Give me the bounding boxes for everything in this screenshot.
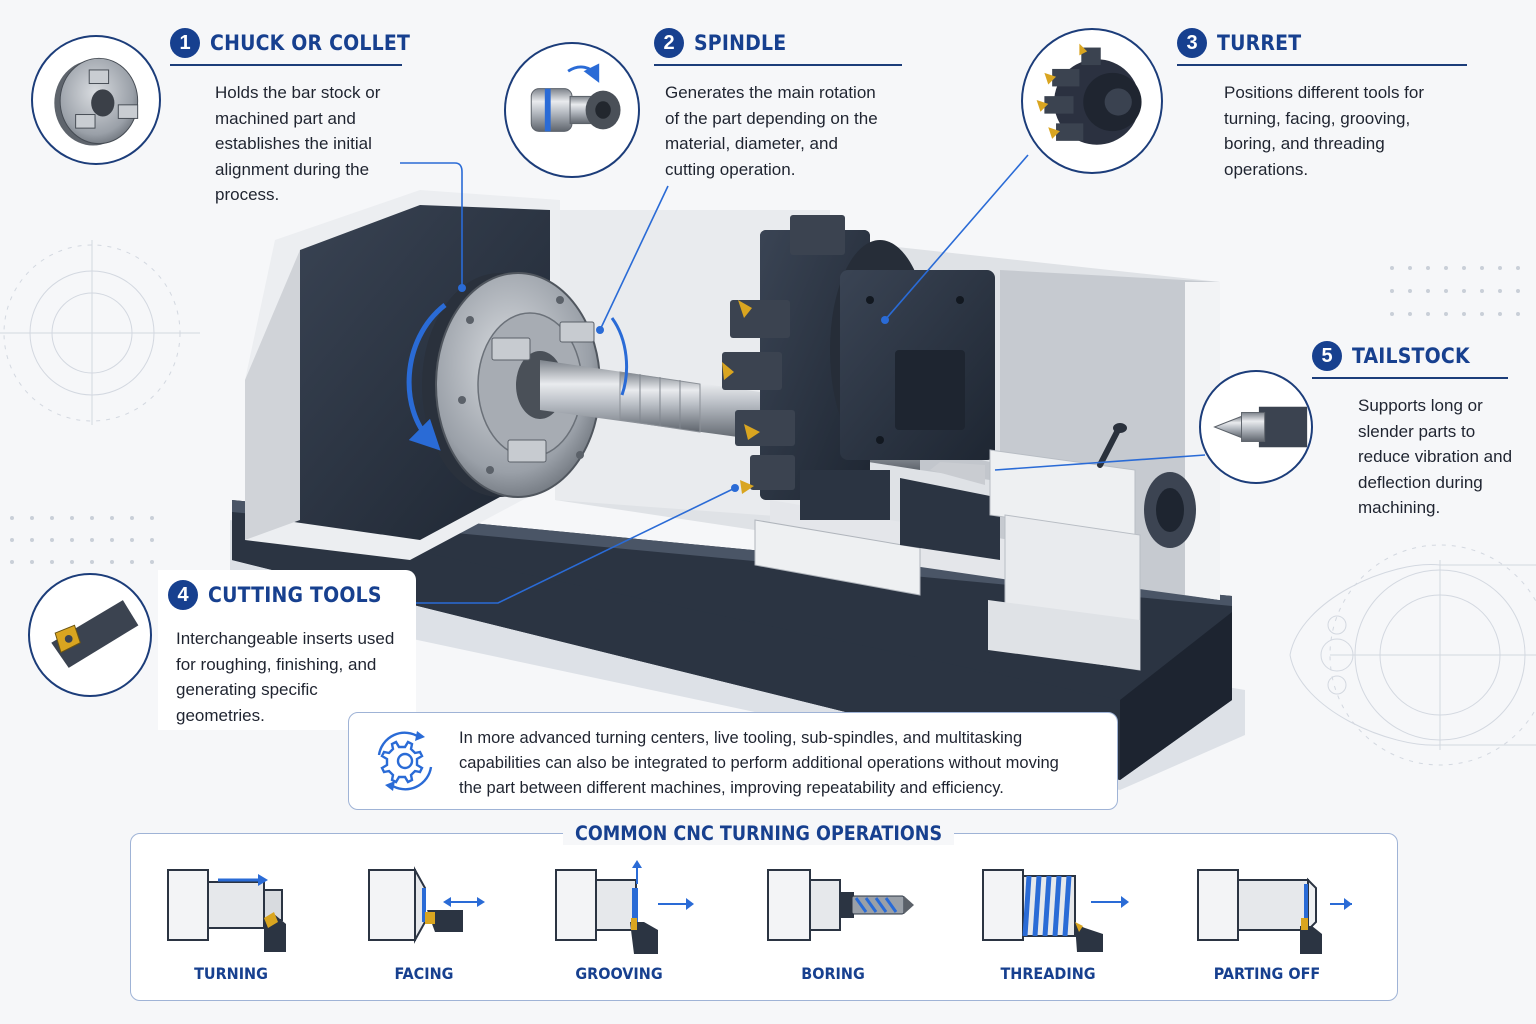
boring-icon bbox=[767, 869, 914, 941]
callout-title: CUTTING TOOLS bbox=[208, 583, 382, 607]
turning-icon bbox=[167, 869, 286, 952]
operation-label: TURNING bbox=[194, 964, 268, 983]
operation-facing: FACING bbox=[339, 858, 509, 990]
threading-icon bbox=[982, 869, 1129, 952]
cutting-tools-card bbox=[158, 570, 416, 730]
facing-icon bbox=[368, 866, 485, 944]
operation-label: PARTING OFF bbox=[1213, 964, 1321, 983]
callout-title: TAILSTOCK bbox=[1352, 344, 1470, 368]
tailstock-icon bbox=[1199, 370, 1313, 484]
operation-label: BORING bbox=[801, 964, 865, 983]
operation-label: THREADING bbox=[1000, 964, 1096, 983]
note-text: In more advanced turning centers, live t… bbox=[459, 729, 1059, 797]
operation-boring: BORING bbox=[748, 858, 918, 990]
cutting-tool-icon bbox=[28, 573, 152, 697]
operation-threading: THREADING bbox=[963, 858, 1133, 990]
operations-title: COMMON CNC TURNING OPERATIONS bbox=[563, 822, 955, 845]
grooving-icon bbox=[555, 860, 694, 954]
spindle-icon bbox=[504, 42, 640, 178]
callout-number: 5 bbox=[1312, 341, 1342, 371]
callout-number: 3 bbox=[1177, 28, 1207, 58]
operation-parting-off: PARTING OFF bbox=[1182, 858, 1352, 990]
callout-cutting-tools: 4 CUTTING TOOLS Interchangeable inserts … bbox=[168, 580, 414, 728]
chuck-icon bbox=[31, 35, 161, 165]
operation-label: FACING bbox=[394, 964, 454, 983]
operation-grooving: GROOVING bbox=[534, 858, 704, 990]
gear-cycle-icon bbox=[377, 731, 433, 791]
operations-panel bbox=[130, 833, 1398, 1001]
callout-number: 1 bbox=[170, 28, 200, 58]
callout-number: 2 bbox=[654, 28, 684, 58]
callout-title: CHUCK OR COLLET bbox=[210, 31, 411, 55]
operation-turning: TURNING bbox=[146, 858, 316, 990]
turret-icon bbox=[1021, 28, 1163, 174]
callout-number: 4 bbox=[168, 580, 198, 610]
callout-chuck-or-collet: 1 CHUCK OR COLLET Holds the bar stock or… bbox=[170, 28, 410, 208]
callout-title: TURRET bbox=[1217, 31, 1302, 55]
parting-off-icon bbox=[1197, 869, 1352, 954]
callout-title: SPINDLE bbox=[694, 31, 787, 55]
operation-label: GROOVING bbox=[575, 964, 663, 983]
advanced-capabilities-note: In more advanced turning centers, live t… bbox=[348, 712, 1118, 810]
